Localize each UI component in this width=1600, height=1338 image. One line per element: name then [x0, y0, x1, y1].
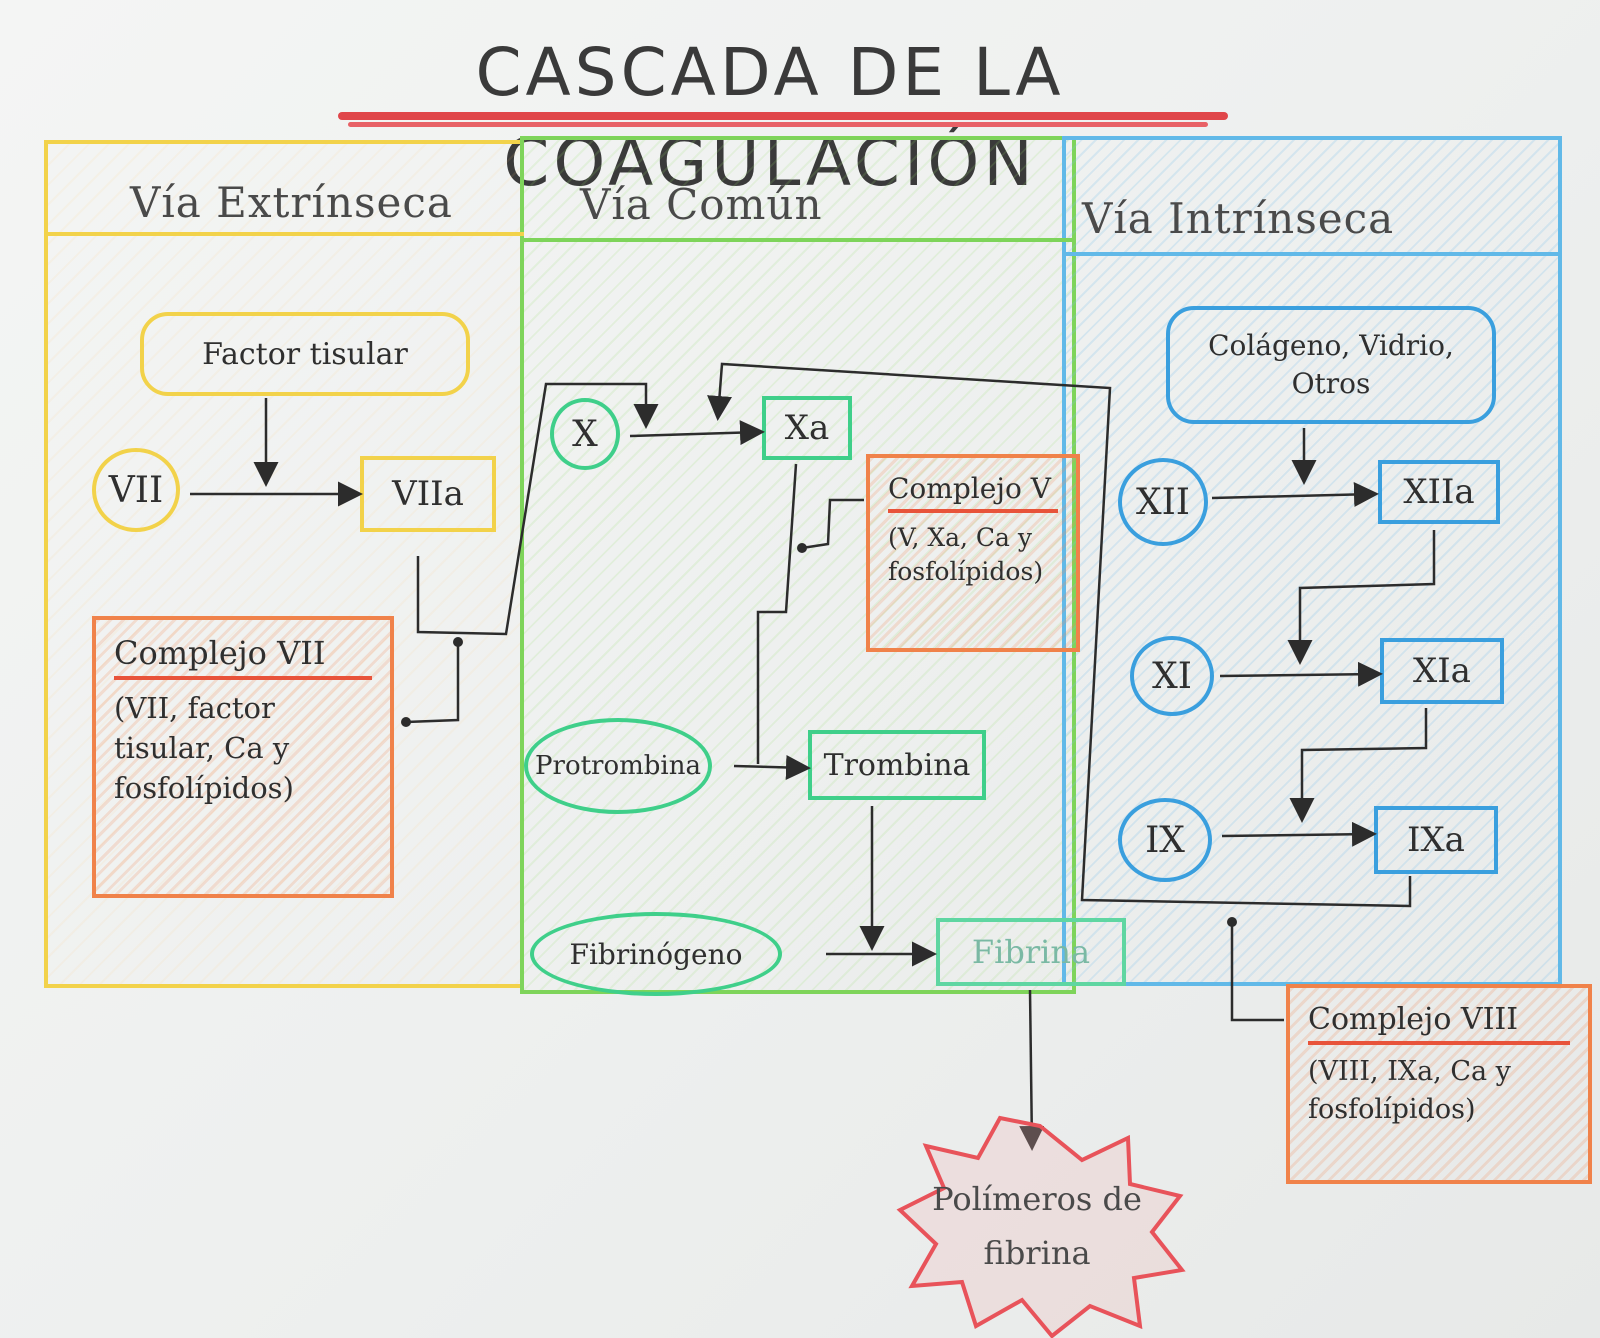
factor-vii-node: VII [92, 448, 180, 532]
factor-ix-node: IX [1118, 798, 1212, 882]
factor-xi-node: XI [1130, 636, 1214, 716]
complex-v-title: Complejo V [888, 472, 1058, 513]
factor-x-node: X [550, 398, 620, 470]
diagram-title: CASCADA DE LA COAGULACIÓN [475, 34, 1065, 201]
common-pathway-title: Vía Común [580, 180, 823, 229]
intrinsic-header-divider [1062, 252, 1562, 256]
complex-viii-box: Complejo VIII (VIII, IXa, Ca y fosfolípi… [1286, 984, 1592, 1184]
prothrombin-node: Protrombina [524, 718, 712, 814]
factor-ixa-node: IXa [1374, 806, 1498, 874]
common-header-divider [520, 238, 1076, 242]
complex-v-components: (V, Xa, Ca y fosfolípidos) [888, 523, 1044, 586]
factor-viia-node: VIIa [360, 456, 496, 532]
complex-vii-box: Complejo VII (VII, factor tisular, Ca y … [92, 616, 394, 898]
complex-vii-title: Complejo VII [114, 634, 372, 680]
complex-viii-components: (VIII, IXa, Ca y fosfolípidos) [1308, 1056, 1511, 1125]
factor-xia-node: XIa [1380, 638, 1504, 704]
title-underline-second [348, 122, 1208, 127]
tissue-factor-node: Factor tisular [140, 312, 470, 396]
complex-v-box: Complejo V (V, Xa, Ca y fosfolípidos) [866, 454, 1080, 652]
title-underline [338, 112, 1228, 120]
intrinsic-triggers-node: Colágeno, Vidrio, Otros [1166, 306, 1496, 424]
fibrin-node: Fibrina [936, 918, 1126, 986]
fibrinogen-node: Fibrinógeno [530, 912, 782, 996]
fibrin-polymers-label: Polímeros de fibrina [932, 1180, 1142, 1272]
intrinsic-pathway-title: Vía Intrínseca [1082, 194, 1395, 243]
factor-xii-node: XII [1118, 458, 1208, 546]
thrombin-node: Trombina [808, 730, 986, 800]
extrinsic-header-divider [44, 232, 524, 236]
factor-xa-node: Xa [762, 396, 852, 460]
factor-xiia-node: XIIa [1378, 460, 1500, 524]
complex-viii-title: Complejo VIII [1308, 1002, 1570, 1045]
extrinsic-pathway-title: Vía Extrínseca [130, 178, 453, 227]
complex-vii-components: (VII, factor tisular, Ca y fosfolípidos) [114, 691, 294, 805]
